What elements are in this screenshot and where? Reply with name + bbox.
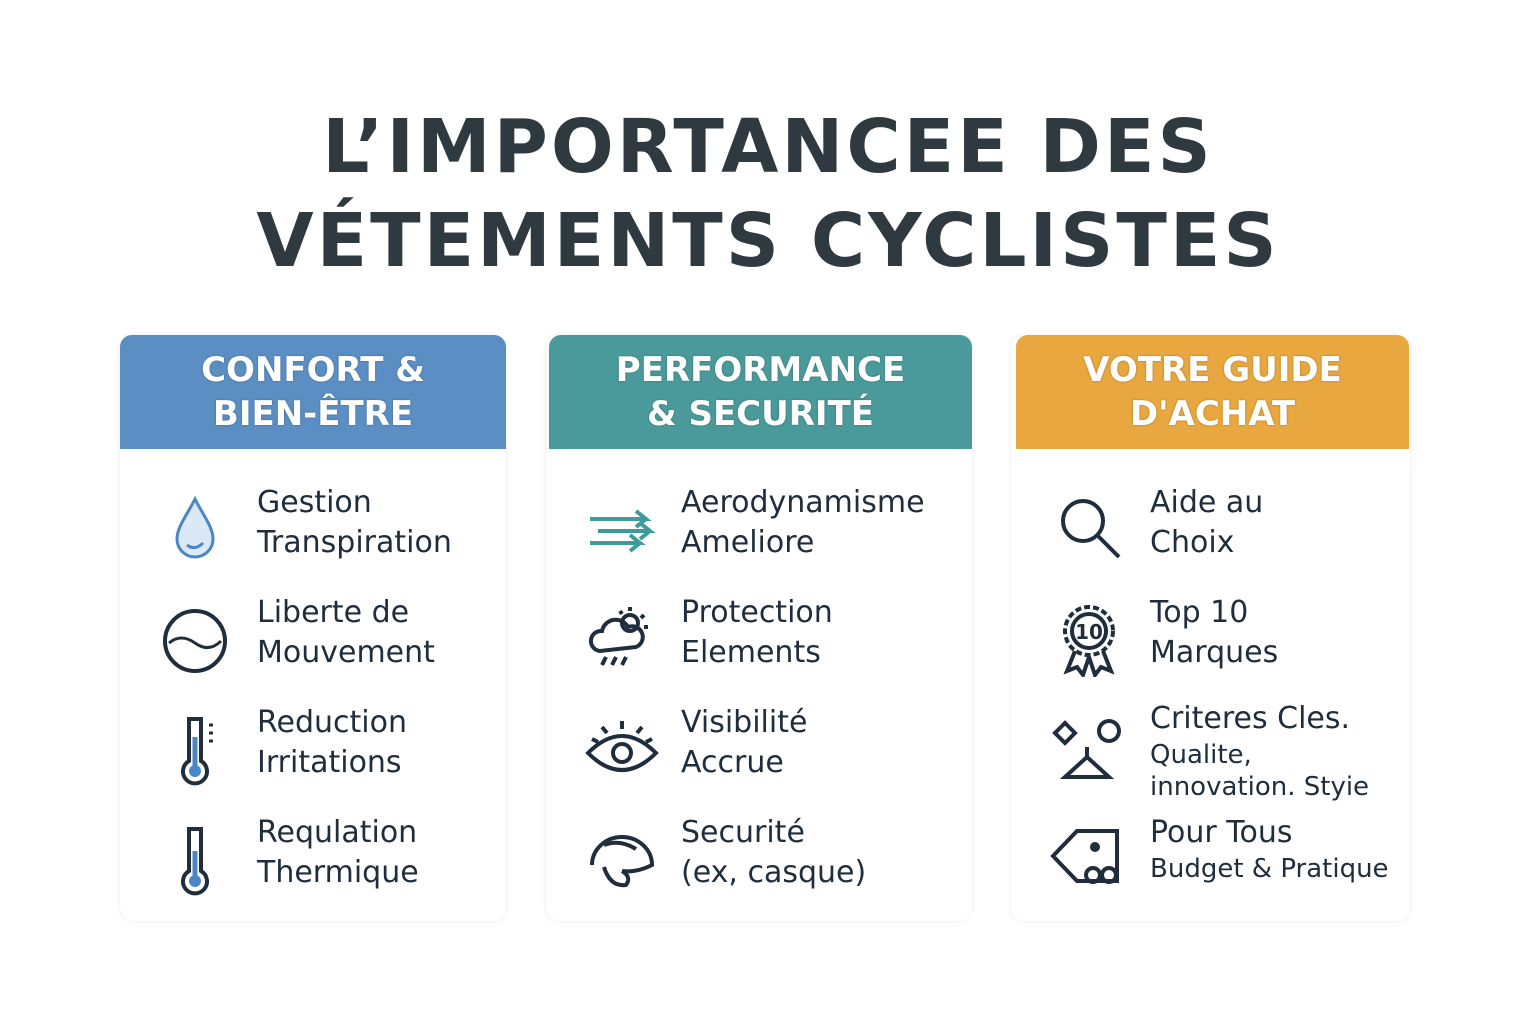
item-label: Transpiration [257,525,452,560]
item-label: Gestion [257,485,372,520]
title-line-2: VÉTEMENTS CYCLISTES [256,198,1280,284]
item-label: Aide au [1150,485,1264,520]
item-label: Visibilité [681,705,808,740]
item-label: Reduction [257,705,407,740]
stretch-circle-icon [163,609,227,673]
list-item: Criteres Cles. Qualite,innovation. Styie [1011,695,1410,802]
item-label: Ameliore [681,525,815,560]
item-label: Pour Tous [1150,815,1293,850]
item-sublabel: Qualite, [1150,740,1252,770]
title-line-1: L’IMPORTANCEE DES [322,104,1214,190]
item-label: Accrue [681,745,784,780]
badge-number: 10 [1075,620,1103,644]
page-title: L’IMPORTANCEE DES VÉTEMENTS CYCLISTES [0,100,1536,288]
list-item: Aide au Choix [1011,475,1410,575]
item-label: Marques [1150,635,1279,670]
helmet-icon [590,835,655,888]
item-label: Irritations [257,745,402,780]
item-label: Aerodynamisme [681,485,925,520]
item-label: Thermique [257,855,419,890]
column-header: CONFORT &BIEN-ÊTRE [120,335,506,449]
header-line: VOTRE GUIDE [1083,350,1342,390]
header-line: CONFORT & [201,350,425,390]
item-label: Mouvement [257,635,435,670]
thermometer-icon [181,827,209,896]
item-label: Securité [681,815,805,850]
storm-sun-icon [589,607,648,666]
wind-arrows-icon [590,509,656,553]
eye-icon [585,721,659,772]
price-tag-icon [1050,829,1119,884]
item-sublabel: innovation. Styie [1150,772,1370,802]
column-header: PERFORMANCE& SECURITÉ [549,335,972,449]
header-line: PERFORMANCE [615,350,906,390]
list-item: 10 Top 10 Marques [1011,585,1410,685]
header-line: & SECURITÉ [646,394,874,434]
item-label: Elements [681,635,821,670]
item-label: Protection [681,595,833,630]
list-item: Liberte de Mouvement [120,585,506,685]
header-line: BIEN-ÊTRE [212,394,414,434]
water-drop-icon [175,495,215,559]
item-label: Criteres Cles. [1150,701,1351,736]
item-label: Liberte de [257,595,410,630]
item-label: Top 10 [1150,595,1249,630]
shapes-hanger-icon [1052,719,1121,779]
item-label: (ex, casque) [681,855,867,890]
header-line: D'ACHAT [1129,394,1296,434]
award-badge-icon: 10 [1063,605,1115,677]
item-sublabel: Budget & Pratique [1150,854,1389,884]
search-icon [1061,499,1121,559]
item-label: Choix [1150,525,1235,560]
thermometer-icon [181,717,213,786]
list-item: Securité (ex, casque) [546,805,972,905]
item-label: Requlation [257,815,418,850]
